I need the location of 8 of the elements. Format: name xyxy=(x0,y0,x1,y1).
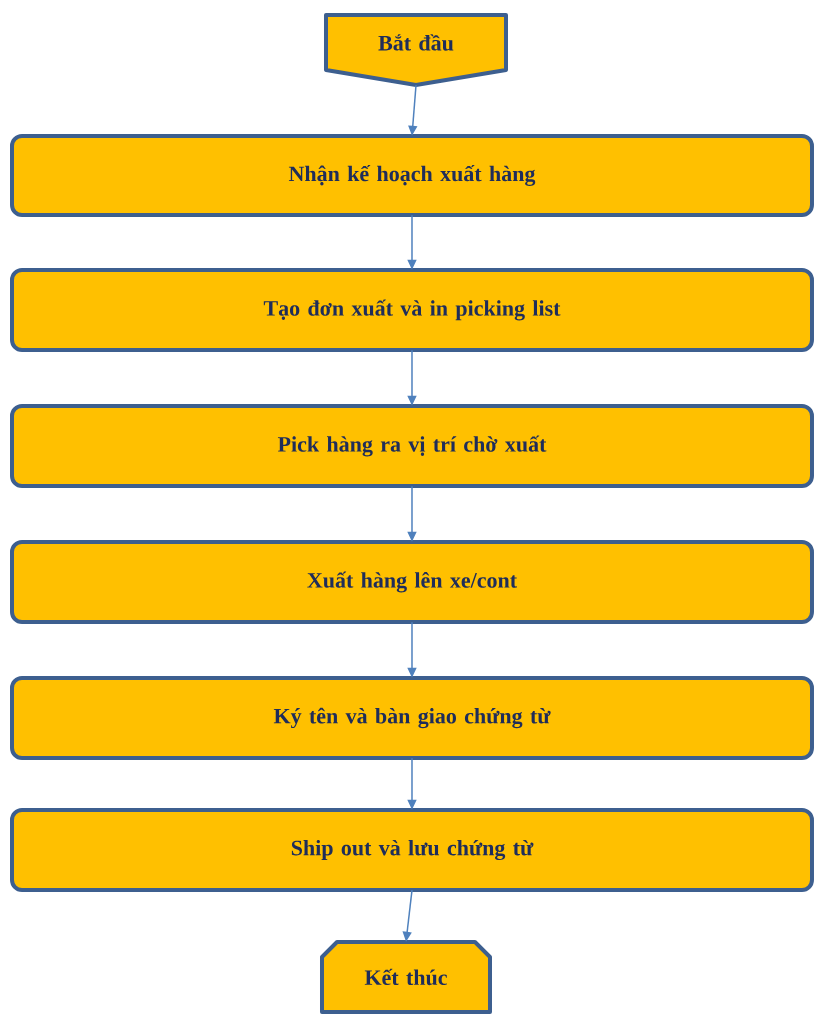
process-box: Xuất hàng lên xe/cont xyxy=(10,540,814,624)
process-box: Ship out và lưu chứng từ xyxy=(10,808,814,892)
process-box: Tạo đơn xuất và in picking list xyxy=(10,268,814,352)
process-box: Nhận kế hoạch xuất hàng xyxy=(10,134,814,217)
start-terminator: Bắt đầu xyxy=(324,13,508,87)
end-terminator: Kết thúc xyxy=(320,940,492,1014)
process-box: Ký tên và bàn giao chứng từ xyxy=(10,676,814,760)
process-box: Pick hàng ra vị trí chờ xuất xyxy=(10,404,814,488)
